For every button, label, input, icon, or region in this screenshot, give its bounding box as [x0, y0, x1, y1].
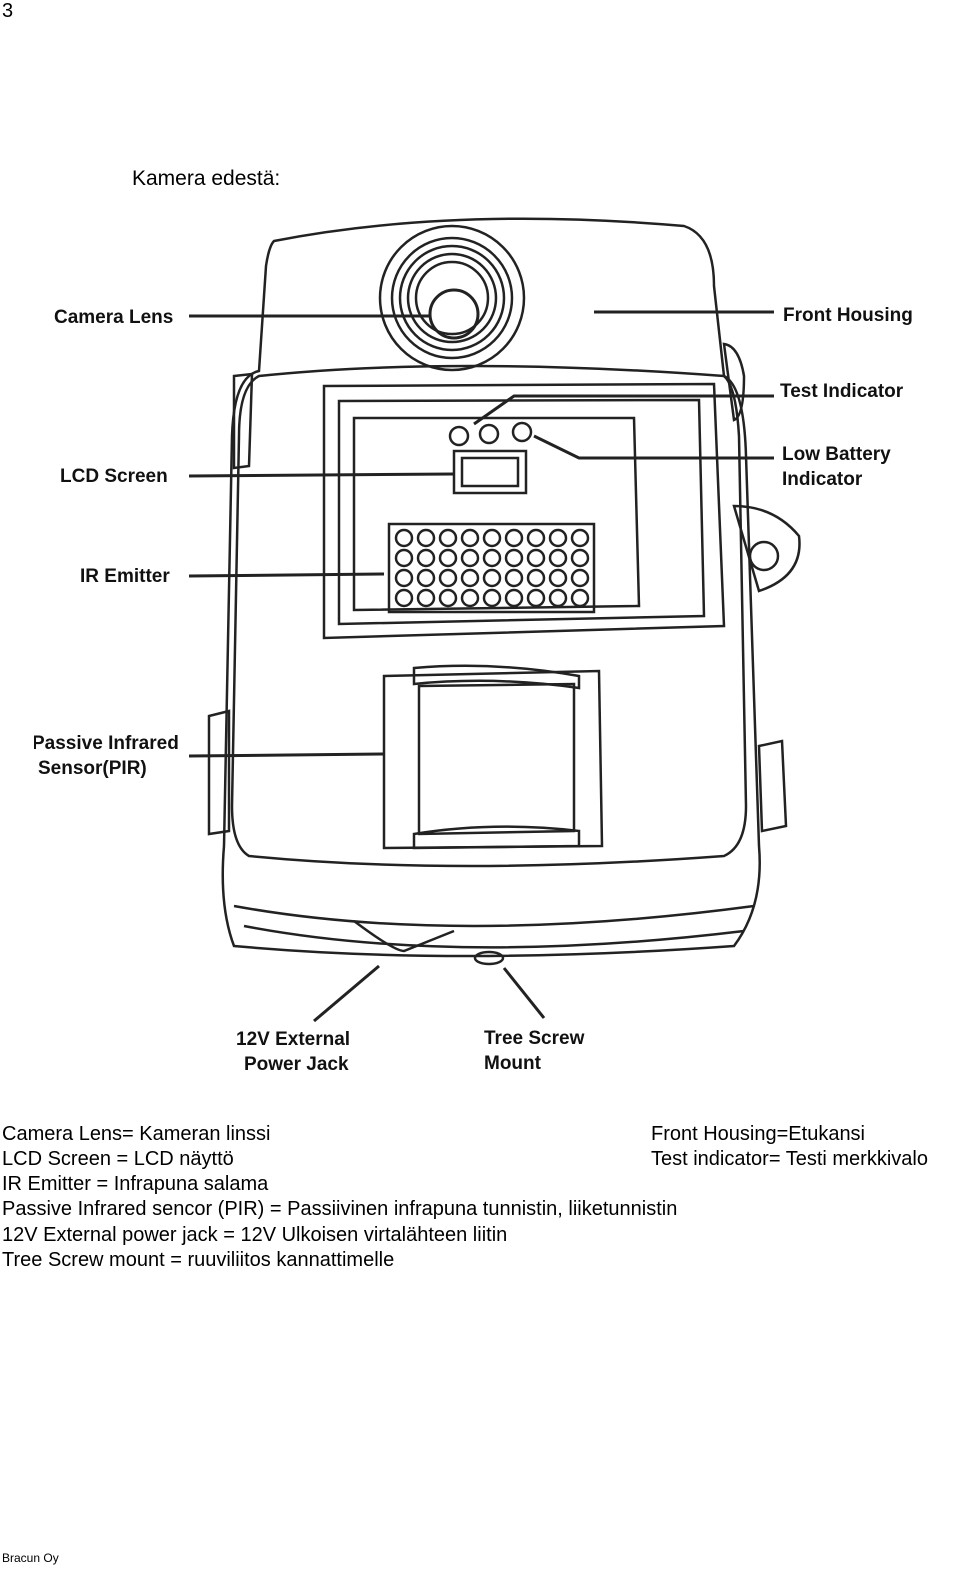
ir-led	[570, 568, 590, 588]
ir-led	[416, 528, 436, 548]
callout-low-battery-line2: Indicator	[782, 469, 863, 490]
ir-led	[504, 528, 524, 548]
ir-led	[526, 548, 546, 568]
ir-led	[438, 528, 458, 548]
callout-power-jack-line2: Power Jack	[244, 1054, 349, 1072]
callout-power-jack-line1: 12V External	[236, 1029, 350, 1050]
ir-led	[394, 588, 414, 608]
legend-front-housing: Front Housing=Etukansi	[651, 1123, 866, 1145]
camera-front-diagram: Camera Lens Front Housing Test Indicator…	[34, 206, 914, 1072]
footer-company: Bracun Oy	[2, 1551, 59, 1565]
ir-led	[570, 528, 590, 548]
ir-led	[438, 548, 458, 568]
legend-power-jack: 12V External power jack = 12V Ulkoisen v…	[2, 1224, 508, 1246]
top-right-button	[722, 342, 746, 422]
camera-body-outline	[221, 217, 761, 958]
lcd-window-drawing	[322, 382, 726, 640]
ir-led	[438, 588, 458, 608]
ir-led	[416, 568, 436, 588]
camera-front-illustration: Camera Lens Front Housing Test Indicator…	[34, 217, 913, 1072]
ir-led	[460, 588, 480, 608]
ir-led	[416, 548, 436, 568]
legend-ir-emitter: IR Emitter = Infrapuna salama	[2, 1173, 269, 1195]
front-housing-outline	[230, 364, 748, 868]
ir-led	[438, 568, 458, 588]
ir-led	[548, 588, 568, 608]
callout-camera-lens: Camera Lens	[54, 307, 173, 328]
ir-led	[394, 528, 414, 548]
ir-led	[482, 548, 502, 568]
legend-tree-mount: Tree Screw mount = ruuviliitos kannattim…	[2, 1249, 395, 1271]
legend-lcd-screen: LCD Screen = LCD näyttö	[2, 1148, 234, 1170]
side-latch-right	[757, 739, 788, 833]
side-strap-bracket	[732, 504, 801, 593]
ir-led	[548, 528, 568, 548]
ir-led	[526, 588, 546, 608]
page-number: 3	[2, 0, 14, 22]
pir-sensor-drawing	[382, 664, 604, 850]
ir-led	[504, 548, 524, 568]
callout-tree-mount-line1: Tree Screw	[484, 1028, 585, 1049]
callout-lcd-screen: LCD Screen	[60, 466, 168, 487]
ir-led	[526, 568, 546, 588]
section-heading: Kamera edestä:	[132, 167, 281, 190]
side-latch-left	[207, 709, 231, 836]
ir-led	[570, 548, 590, 568]
camera-lens-drawing	[378, 224, 526, 372]
ir-led	[548, 548, 568, 568]
ir-led	[460, 548, 480, 568]
ir-led	[482, 568, 502, 588]
callout-pir-line1: Passive Infrared	[34, 733, 179, 754]
callout-ir-emitter: IR Emitter	[80, 566, 170, 587]
callout-test-indicator: Test Indicator	[780, 381, 904, 402]
ir-led	[394, 568, 414, 588]
bottom-edge-1	[233, 904, 755, 928]
bottom-edge-2	[243, 924, 745, 949]
callout-front-housing: Front Housing	[783, 305, 913, 326]
callout-leader-lines	[188, 310, 774, 1023]
callout-low-battery-line1: Low Battery	[782, 444, 891, 465]
ir-led	[570, 588, 590, 608]
ir-led	[482, 528, 502, 548]
ir-led	[394, 548, 414, 568]
tree-mount-drawing	[473, 950, 505, 966]
power-jack-drawing	[353, 919, 455, 953]
ir-led	[460, 528, 480, 548]
ir-led	[504, 568, 524, 588]
callout-tree-mount-line2: Mount	[484, 1053, 542, 1072]
ir-led	[460, 568, 480, 588]
ir-emitter-drawing	[387, 522, 596, 614]
legend-pir: Passive Infrared sencor (PIR) = Passiivi…	[2, 1198, 678, 1220]
callout-pir-line2: Sensor(PIR)	[38, 758, 147, 779]
ir-led	[504, 588, 524, 608]
ir-led	[526, 528, 546, 548]
legend-test-indicator: Test indicator= Testi merkkivalo	[651, 1148, 928, 1170]
ir-led	[548, 568, 568, 588]
side-hinge-top	[232, 372, 254, 470]
ir-led	[416, 588, 436, 608]
legend-camera-lens: Camera Lens= Kameran linssi	[2, 1123, 271, 1145]
ir-led	[482, 588, 502, 608]
